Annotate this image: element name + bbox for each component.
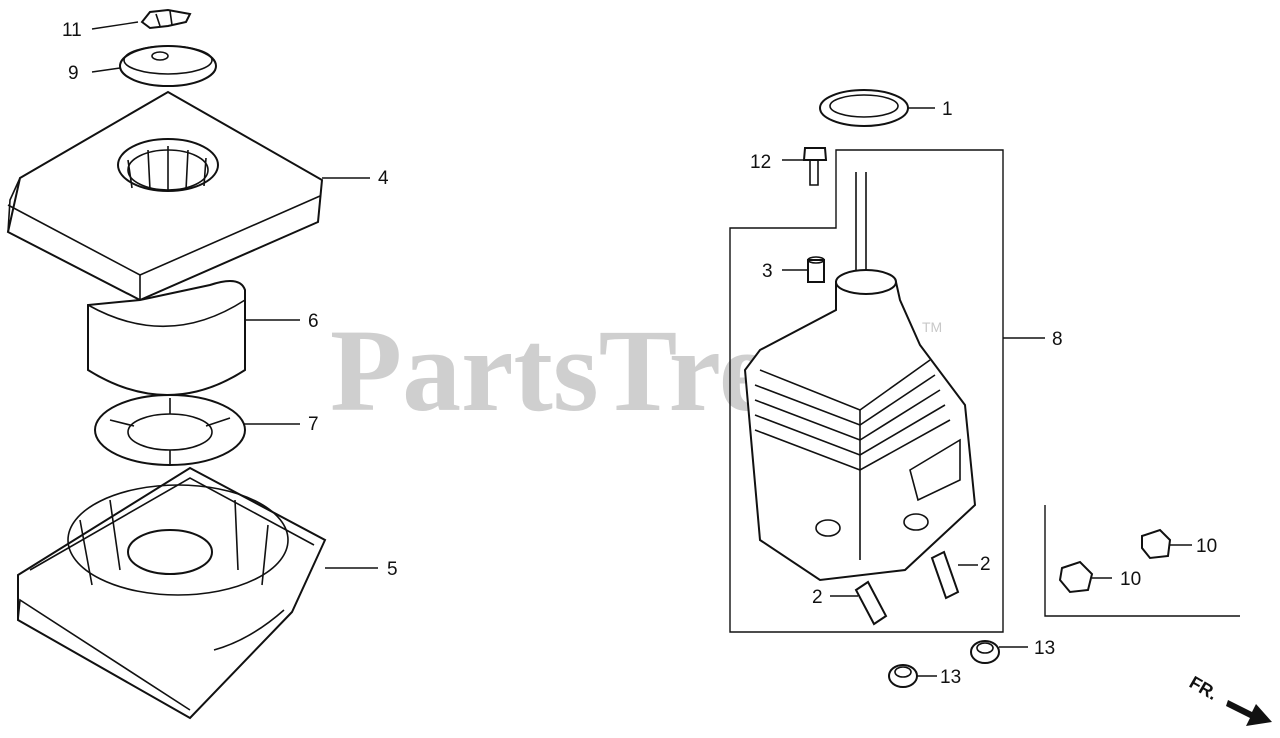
callout-9: 9 [68, 63, 79, 84]
callout-7: 7 [308, 414, 319, 435]
front-label: FR. [1186, 672, 1221, 704]
callout-11: 11 [62, 20, 82, 41]
callout-5: 5 [387, 559, 398, 580]
callout-2-right: 2 [980, 554, 991, 575]
part-5-air-cleaner-case [17, 466, 327, 720]
watermark-text: PartsTree [330, 305, 824, 436]
watermark-trademark: TM [922, 319, 942, 335]
part-4-air-cleaner-cover [6, 90, 324, 302]
callout-10-left: 10 [1120, 569, 1141, 590]
part-11-wing-nut [140, 8, 192, 30]
callout-13-right: 13 [1034, 638, 1055, 659]
part-13-nut-b [970, 640, 1000, 664]
callout-6: 6 [308, 311, 319, 332]
part-8-group-frame [729, 149, 1004, 633]
callout-3: 3 [762, 261, 773, 282]
part-2-dowel-pin-a [854, 580, 888, 626]
part-7-grid-plate [94, 394, 246, 466]
callout-13-left: 13 [940, 667, 961, 688]
part-9-washer [119, 45, 217, 87]
front-arrow-icon [1226, 700, 1272, 726]
part-10-cap-b [1141, 528, 1172, 560]
callout-8: 8 [1052, 329, 1063, 350]
part-12-bolt [802, 147, 828, 186]
part-6-filter-element [87, 280, 246, 396]
callout-12: 12 [750, 152, 771, 173]
part-13-nut-a [888, 664, 918, 688]
callout-2-left: 2 [812, 587, 823, 608]
callout-10-right: 10 [1196, 536, 1217, 557]
front-direction-indicator: FR. [1186, 672, 1272, 726]
part-8-assembly [743, 172, 977, 582]
part-10-cap-a [1058, 560, 1094, 594]
callout-1: 1 [942, 99, 953, 120]
part-3-sleeve [807, 256, 825, 283]
callout-4: 4 [378, 168, 389, 189]
part-2-dowel-pin-b [930, 550, 960, 600]
part-10-group-bracket [1044, 505, 1240, 617]
part-1-gasket [819, 89, 909, 127]
